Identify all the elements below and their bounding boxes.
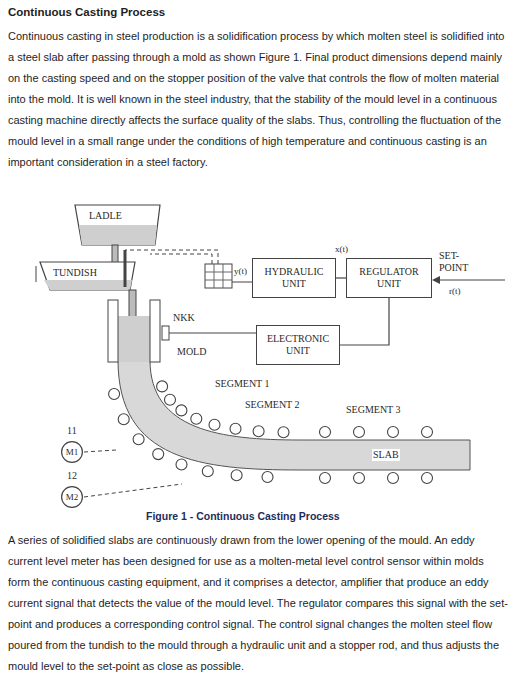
node-text: M2 — [66, 491, 79, 503]
connector — [336, 277, 346, 278]
hydraulic-actuator — [205, 264, 232, 288]
sensor-wire — [169, 333, 256, 334]
roller — [133, 434, 144, 445]
stopper-linkage — [150, 254, 212, 264]
body-paragraph: Continuous casting in steel production i… — [8, 26, 508, 173]
figure-caption: Figure 1 - Continuous Casting Process — [146, 510, 340, 522]
ladle-metal — [79, 225, 157, 245]
process-box: HYDRAULIC UNIT — [252, 258, 336, 298]
roller — [262, 472, 273, 483]
tundish-metal — [44, 280, 132, 290]
tundish-mark — [36, 266, 37, 282]
node-text: HYDRAULIC UNIT — [257, 266, 331, 290]
part-label: LADLE — [88, 210, 123, 222]
callout-number: 12 — [66, 470, 78, 482]
roller — [230, 423, 241, 434]
roller — [202, 466, 213, 477]
callout-number: 11 — [66, 425, 78, 437]
roller — [422, 473, 433, 484]
roller — [320, 473, 331, 484]
drive-line — [84, 450, 116, 452]
roller — [165, 394, 176, 405]
roller — [231, 470, 242, 481]
setpoint-line — [438, 280, 505, 281]
roller — [278, 427, 289, 438]
actuator-grid — [205, 264, 232, 288]
roller — [109, 389, 120, 400]
roller — [176, 405, 187, 416]
circle-shape — [62, 487, 83, 508]
roller — [157, 381, 168, 392]
signal-name: r(t) — [448, 285, 462, 297]
signal-wire — [232, 282, 252, 283]
roller — [388, 473, 399, 484]
level-sensor — [162, 326, 169, 340]
signal-name: SET- POINT — [438, 250, 482, 274]
roller — [388, 427, 399, 438]
part-label: SLAB — [372, 449, 400, 461]
roller — [320, 427, 331, 438]
roller — [191, 413, 202, 424]
drive-line — [84, 484, 182, 497]
part-label: SEGMENT 1 — [214, 378, 271, 390]
roller — [253, 426, 264, 437]
motor-circle: M1 — [61, 441, 83, 463]
part-label: NKK — [172, 312, 196, 324]
mold-plate — [150, 300, 160, 362]
ladle — [75, 205, 160, 245]
part-label: SEGMENT 3 — [345, 404, 402, 416]
motor-circle: M2 — [61, 486, 83, 508]
tundish — [40, 262, 135, 290]
roller — [176, 459, 187, 470]
roller — [354, 473, 365, 484]
node-text: ELECTRONIC UNIT — [261, 333, 335, 357]
body-paragraph: A series of solidified slabs are continu… — [8, 530, 508, 677]
mold-metal — [118, 316, 150, 362]
mold-plate — [108, 300, 118, 362]
node-text: M1 — [66, 446, 79, 458]
strand — [118, 360, 470, 470]
connector — [340, 298, 389, 345]
roller — [354, 427, 365, 438]
stopper-rod — [124, 250, 127, 287]
stopper-linkage — [125, 250, 218, 264]
circle-shape — [62, 442, 83, 463]
signal-name: y(t) — [233, 265, 248, 277]
roller — [209, 419, 220, 430]
roller — [118, 414, 129, 425]
process-box: REGULATOR UNIT — [346, 258, 432, 298]
setpoint-arrowhead — [432, 276, 440, 284]
roller — [422, 427, 433, 438]
part-label: SEGMENT 2 — [244, 399, 301, 411]
node-text: REGULATOR UNIT — [351, 266, 427, 290]
roller — [153, 449, 164, 460]
edge-label: x(t) — [334, 244, 349, 254]
process-box: ELECTRONIC UNIT — [256, 325, 340, 365]
part-label: MOLD — [176, 346, 207, 358]
page-title: Continuous Casting Process — [8, 6, 165, 18]
part-label: TUNDISH — [52, 267, 98, 279]
